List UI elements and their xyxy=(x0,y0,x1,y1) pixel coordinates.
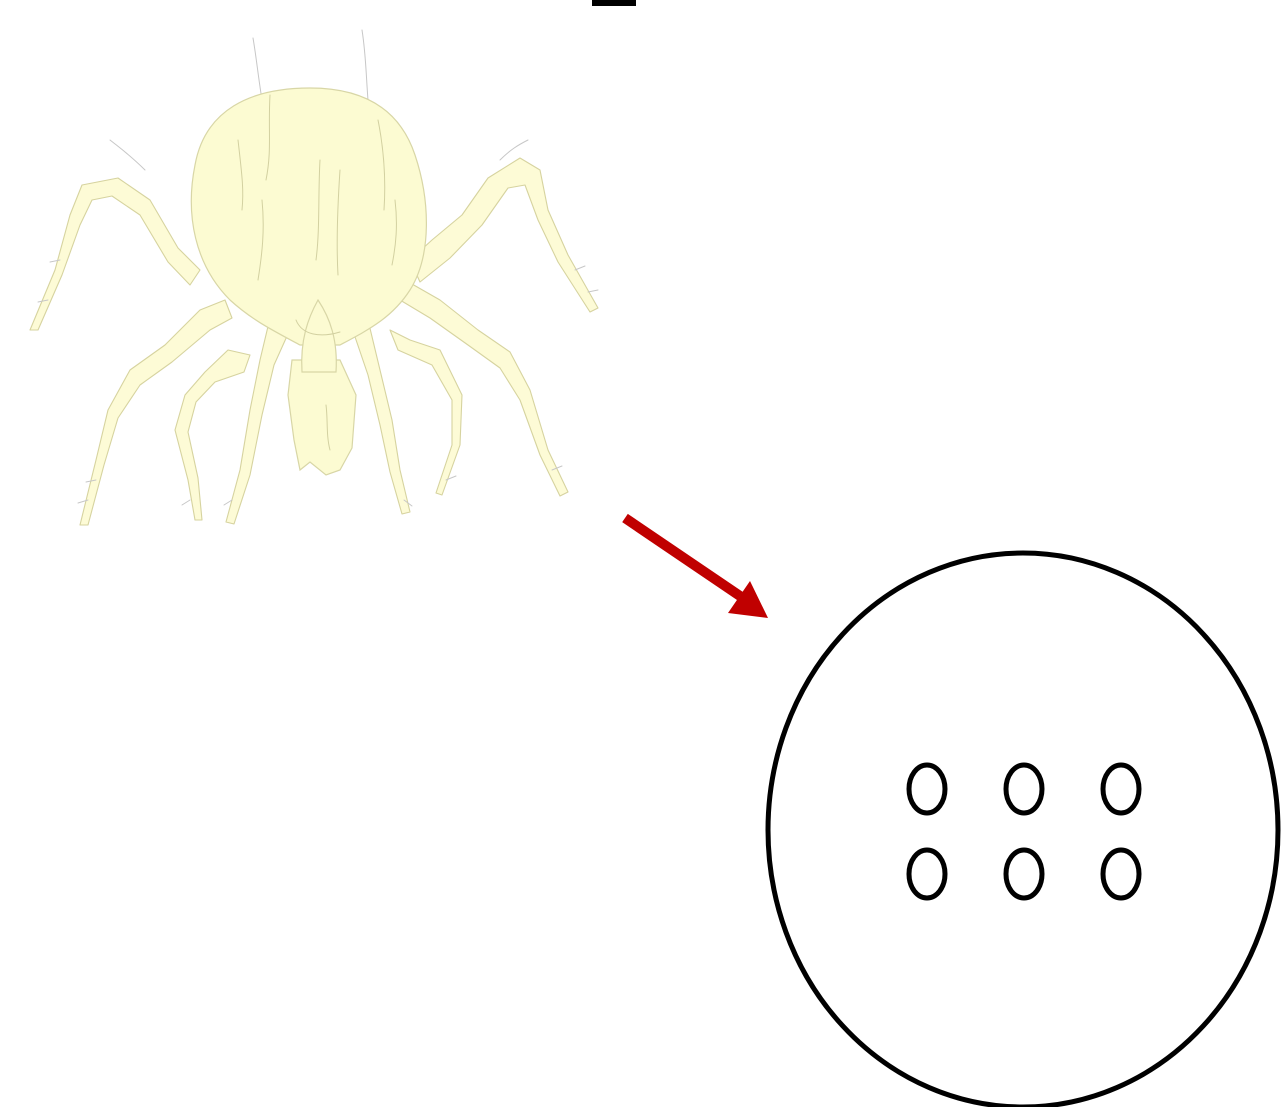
magnified-circle xyxy=(768,553,1278,1107)
spot-icon xyxy=(1103,765,1139,813)
spot-icon xyxy=(1103,850,1139,898)
circle-outline xyxy=(768,553,1278,1107)
spot-icon xyxy=(909,765,945,813)
dust-mite-illustration xyxy=(30,30,598,525)
spot-icon xyxy=(1006,850,1042,898)
red-arrow-icon xyxy=(625,518,768,618)
spot-icon xyxy=(909,850,945,898)
spot-icon xyxy=(1006,765,1042,813)
cut-off-top-glyph xyxy=(592,0,636,6)
spots-group xyxy=(909,765,1139,898)
